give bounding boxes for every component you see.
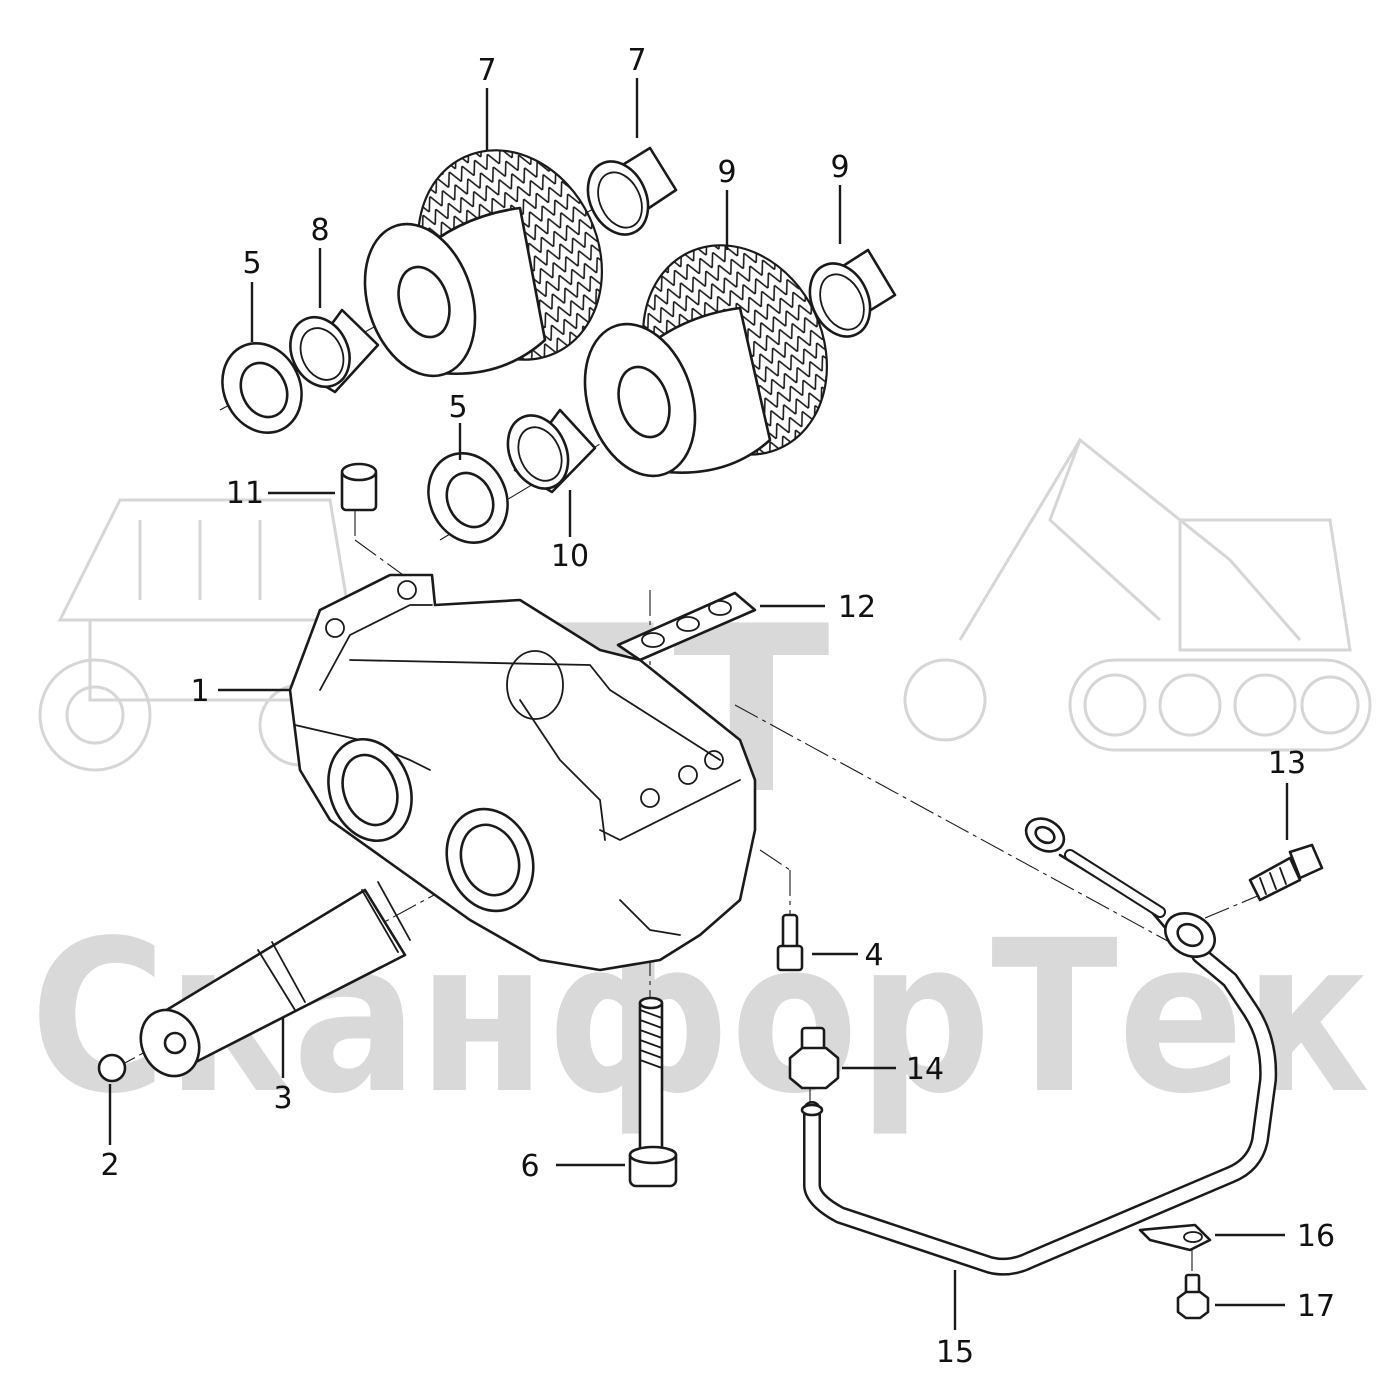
callout-17: 17 [1297,1289,1335,1324]
callout-2: 2 [100,1148,119,1183]
part-13-banjo-bolt [1248,843,1324,902]
part-8-gear [583,244,828,478]
callout-11: 11 [226,476,264,511]
callout-10: 6 [520,1149,539,1184]
callout-1: 1 [190,674,209,709]
callout-5-lower: 5 [448,390,467,425]
part-16-clip [1138,1223,1212,1252]
part-5-thrust-washer-upper [221,342,303,434]
callout-16: 16 [1297,1219,1335,1254]
part-9-bushing-upper [808,248,897,338]
part-4-bolt [776,913,804,972]
part-2-ball [97,1053,127,1083]
part-5-thrust-washer-lower [427,452,509,544]
part-15-oil-pipe [800,817,1278,1276]
part-6-gear [363,149,603,378]
callout-9-upper: 9 [830,150,849,185]
callout-14: 14 [906,1052,944,1087]
callout-12: 12 [838,590,876,625]
callout-9-lower: 10 [551,539,589,574]
callout-5-upper: 5 [242,246,261,281]
callout-4: 4 [864,938,883,973]
callout-7-right: 7 [627,43,646,78]
part-1-housing [288,573,757,972]
callout-6: 7 [477,53,496,88]
callout-7-left: 8 [310,213,329,248]
callout-labels: 7 7 5 8 9 9 5 10 11 12 1 13 4 14 2 3 6 1… [100,43,1335,1370]
part-11-bushing [340,462,378,512]
part-17-bolt [1176,1273,1210,1320]
part-14-nut-fitting [788,1026,840,1090]
part-10-long-bolt [628,996,678,1188]
callout-3: 3 [273,1081,292,1116]
part-3-shaft [139,881,411,1078]
leader-lines [108,78,1289,1330]
part-7-bushing-right [586,146,678,236]
callout-15: 15 [936,1335,974,1370]
callout-13: 13 [1268,746,1306,781]
part-9-bushing-lower [506,408,597,494]
part-7-bushing-left [289,308,380,394]
part-12-gasket-plate [616,591,757,662]
callout-8: 9 [717,155,736,190]
watermark-excavator-right [903,437,1372,752]
